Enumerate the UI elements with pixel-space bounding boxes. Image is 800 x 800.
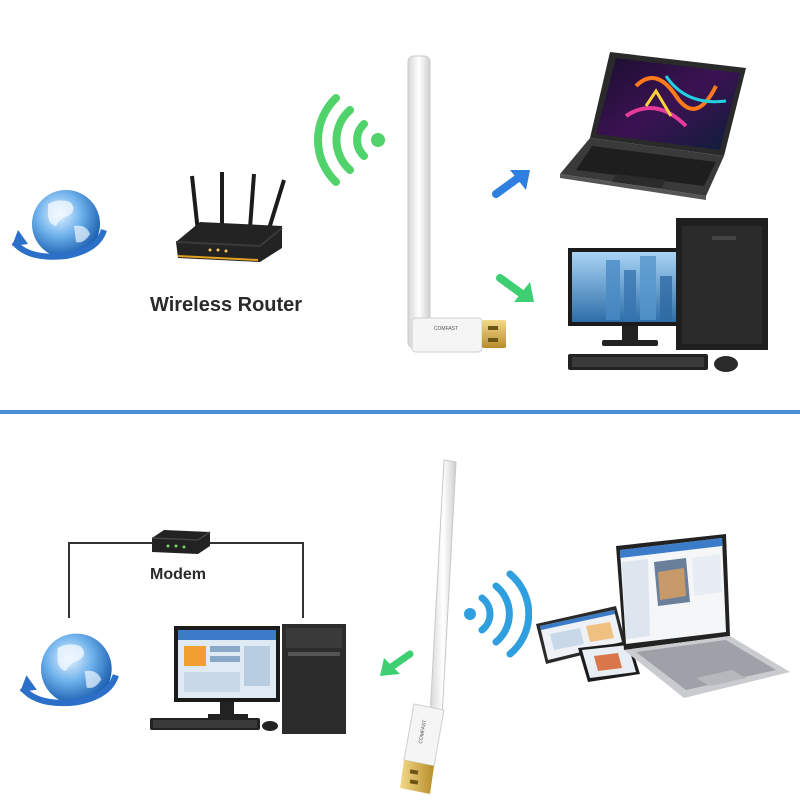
- top-panel: Wireless Router: [8, 46, 776, 376]
- adapter-brand-bottom: COMFAST: [418, 719, 428, 744]
- wifi-signal-icon: [312, 92, 392, 188]
- laptop-icon: [556, 46, 756, 206]
- usb-wifi-adapter: COMFAST: [390, 456, 470, 800]
- arrow-icon: [496, 272, 536, 304]
- laptop-icon: [596, 532, 792, 702]
- globe-icon: [8, 180, 108, 270]
- wifi-signal-icon: [462, 570, 532, 658]
- modem-icon: [148, 528, 214, 558]
- adapter-brand-top: COMFAST: [434, 326, 458, 332]
- phone-icon: [574, 640, 644, 684]
- desktop-pc-icon: [148, 622, 348, 738]
- router-icon: [170, 170, 290, 270]
- desktop-pc-icon: [566, 216, 776, 376]
- modem-label: Modem: [150, 566, 206, 583]
- arrow-icon: [378, 648, 414, 678]
- tablet-icon: [530, 604, 630, 668]
- usb-wifi-adapter: COMFAST: [398, 52, 510, 362]
- bottom-panel: Modem: [0, 414, 800, 800]
- arrow-icon: [492, 168, 532, 200]
- globe-icon: [16, 622, 120, 718]
- router-label: Wireless Router: [150, 294, 303, 316]
- section-divider: [0, 410, 800, 414]
